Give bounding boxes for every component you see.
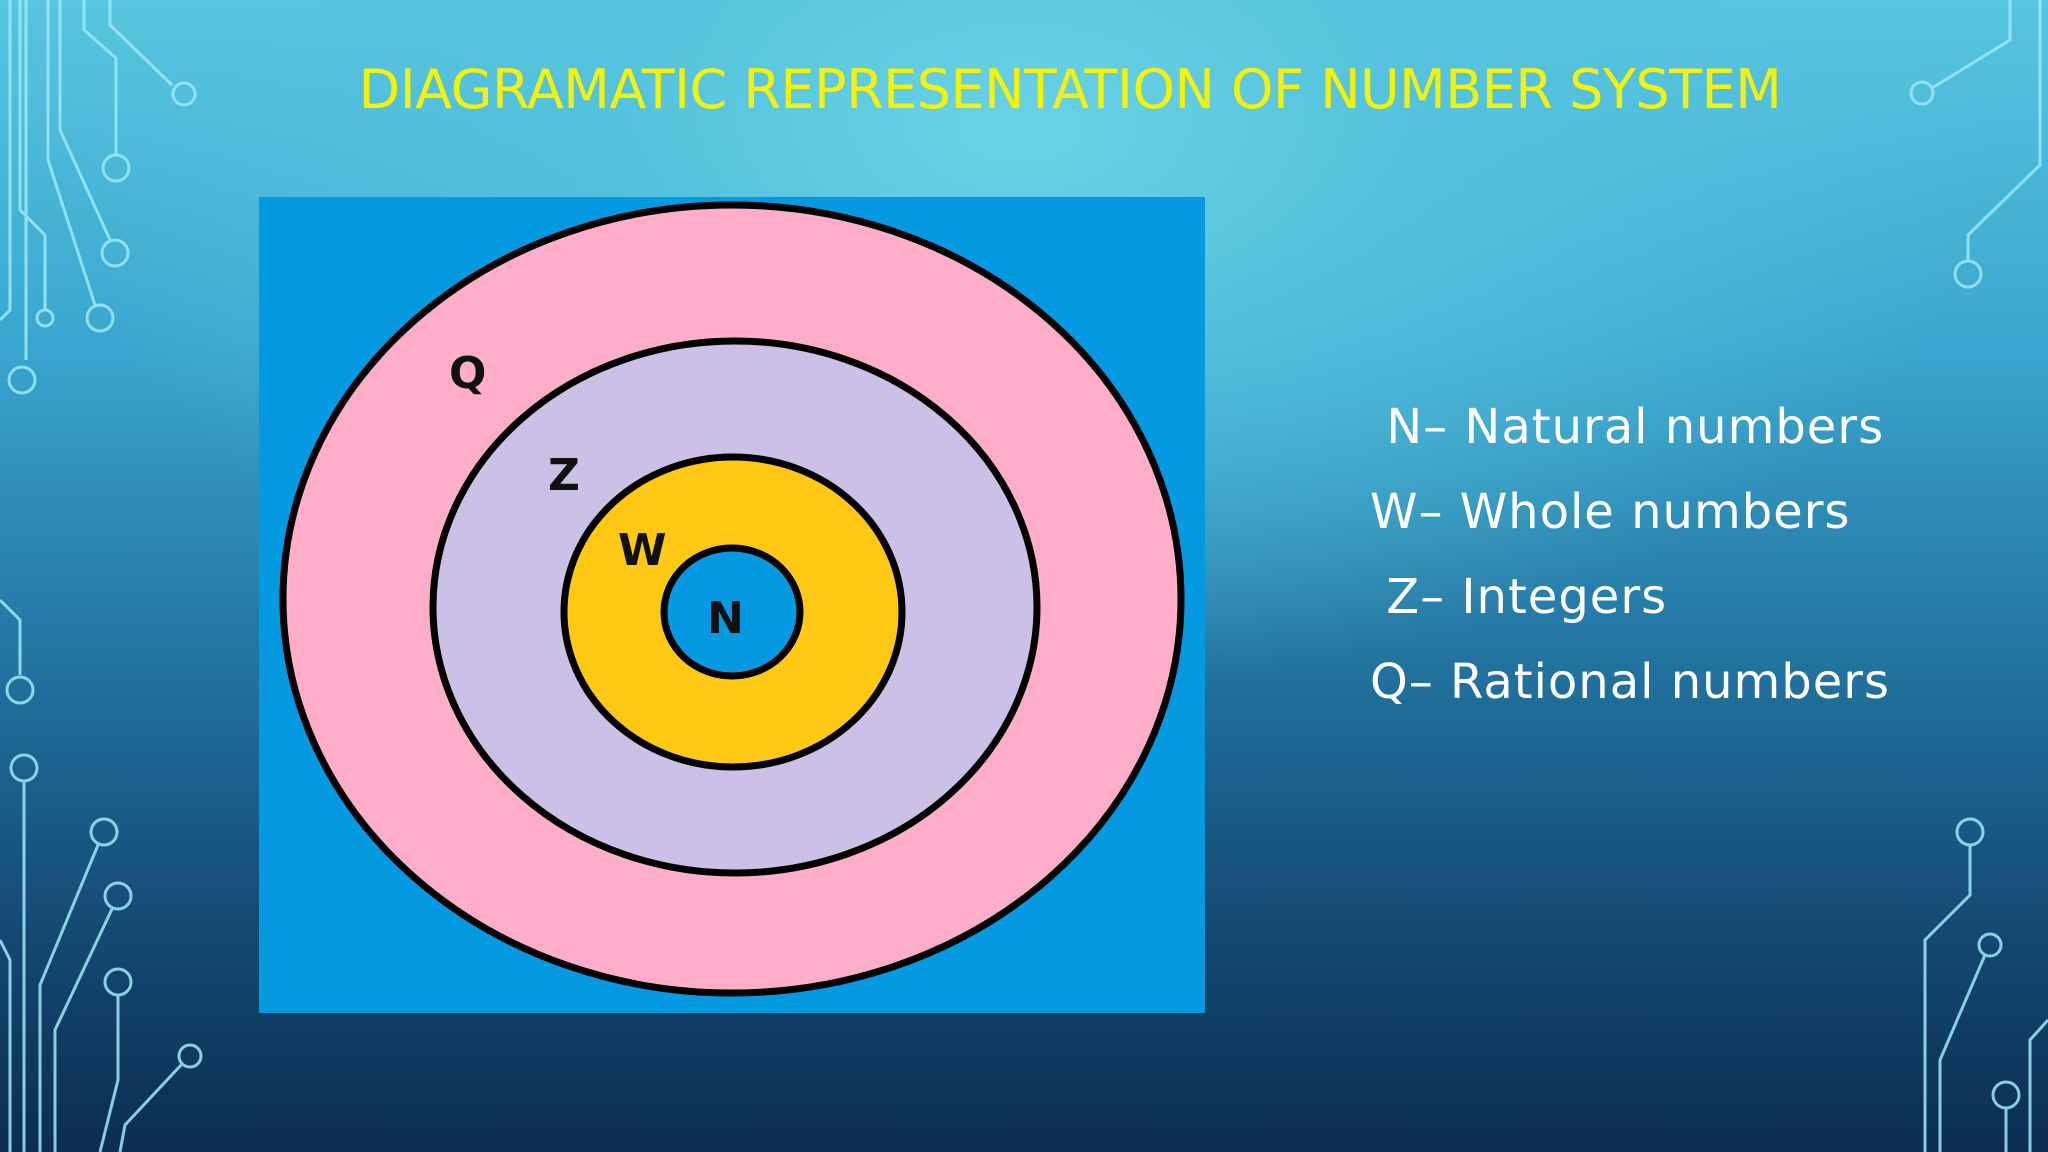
legend-item-rational: Q– Rational numbers xyxy=(1370,650,2010,735)
circuit-node xyxy=(179,1045,201,1067)
circuit-trace xyxy=(1968,0,2040,260)
circuit-node xyxy=(102,240,128,266)
circuit-node xyxy=(91,819,117,845)
set-q-label: Q xyxy=(449,348,486,399)
circuit-node xyxy=(105,883,131,909)
circuit-trace xyxy=(0,940,10,1152)
circuit-node xyxy=(37,310,53,326)
circuit-trace xyxy=(120,1064,182,1152)
circuit-node xyxy=(9,367,35,393)
legend-item-natural: N– Natural numbers xyxy=(1370,395,2010,480)
circuit-trace xyxy=(1925,846,1970,1152)
slide-title: DIAGRAMATIC REPRESENTATION OF NUMBER SYS… xyxy=(0,58,2048,121)
circuit-trace xyxy=(2030,1020,2048,1152)
circuit-node xyxy=(7,677,33,703)
circuit-node xyxy=(103,155,129,181)
circuit-trace xyxy=(1940,955,1985,1152)
circuit-node xyxy=(1993,1082,2019,1108)
circuit-trace xyxy=(0,600,20,675)
set-w-label: W xyxy=(618,525,667,576)
set-n-label: N xyxy=(707,593,744,644)
circuit-trace xyxy=(100,996,118,1152)
circuit-trace xyxy=(55,909,112,1152)
set-z-label: Z xyxy=(548,450,580,501)
circuit-node xyxy=(1979,934,2001,956)
circuit-node xyxy=(105,969,131,995)
legend: N– Natural numbers W– Whole numbers Z– I… xyxy=(1370,395,2010,735)
circuit-trace xyxy=(0,0,10,320)
circuit-node xyxy=(11,755,37,781)
circuit-node xyxy=(1957,819,1983,845)
circuit-trace xyxy=(20,0,45,310)
legend-item-integers: Z– Integers xyxy=(1370,565,2010,650)
legend-item-whole: W– Whole numbers xyxy=(1370,480,2010,565)
number-system-venn-diagram: Q Z W N xyxy=(259,197,1205,1013)
circuit-node xyxy=(87,305,113,331)
circuit-node xyxy=(1955,261,1981,287)
